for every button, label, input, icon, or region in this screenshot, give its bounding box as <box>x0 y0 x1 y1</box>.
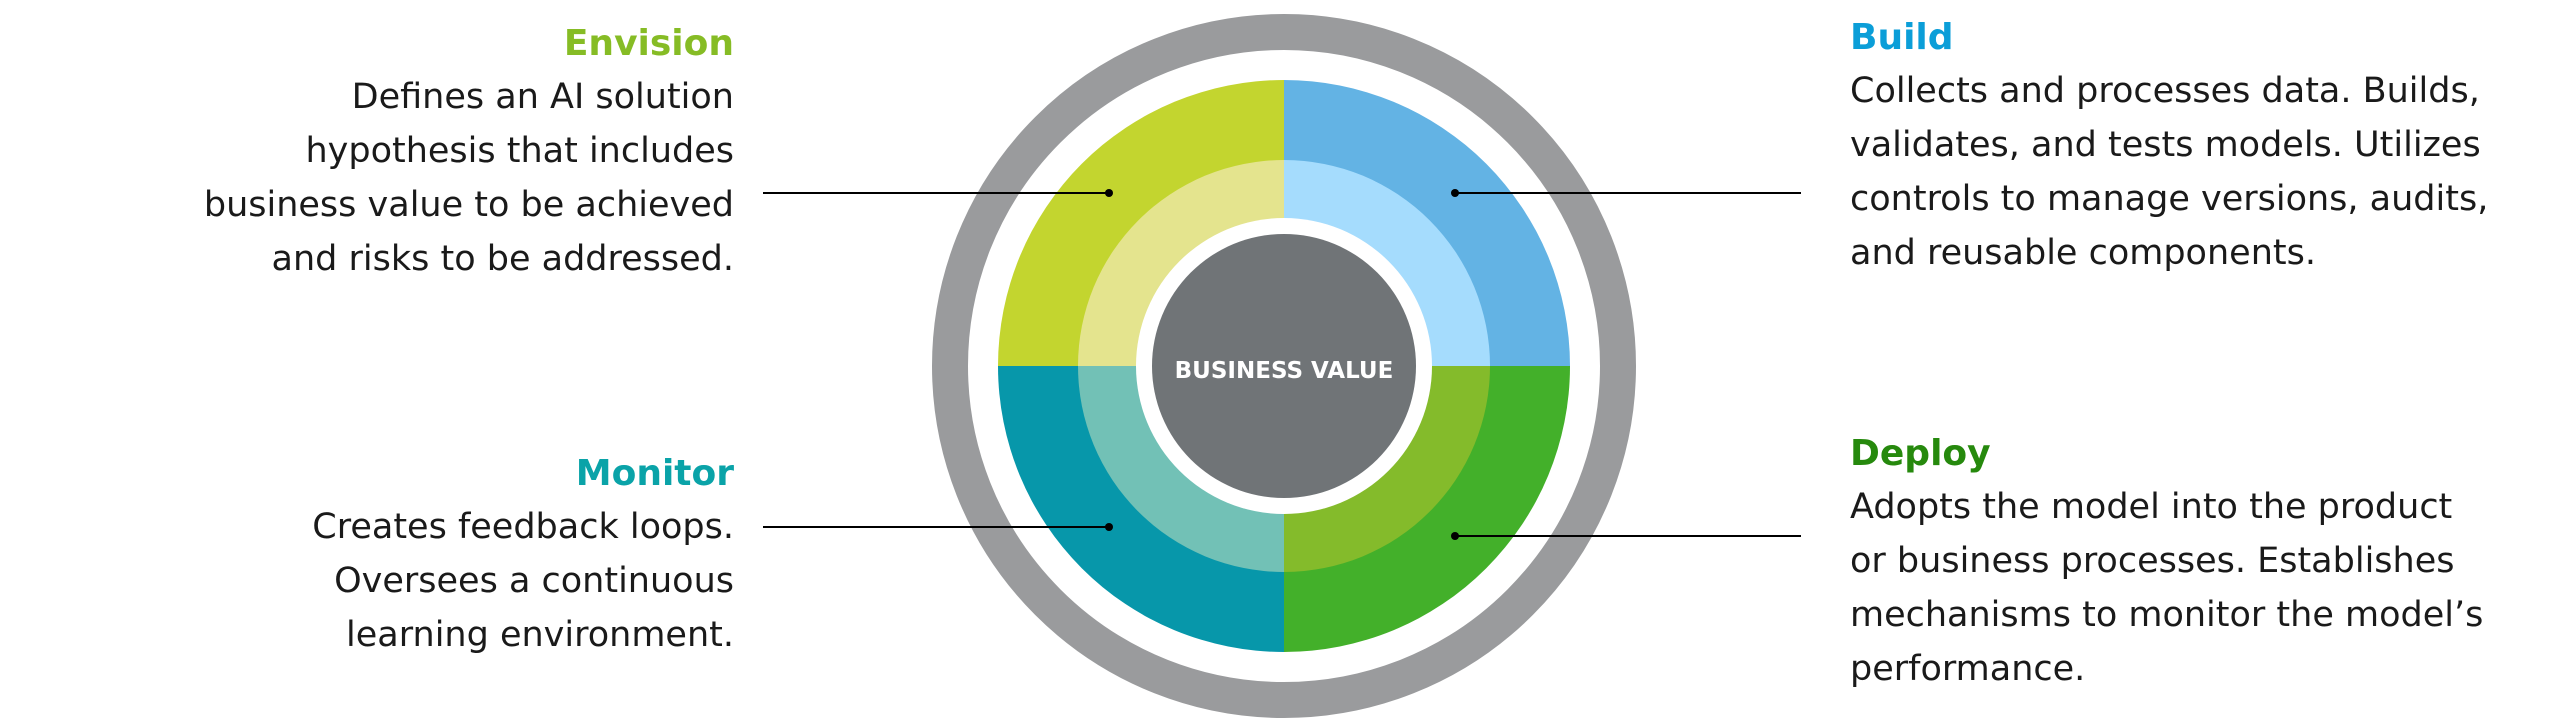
envision-block: Envision Defines an AI solution hypothes… <box>54 22 734 286</box>
build-description: Collects and processes data. Builds, val… <box>1850 71 2489 273</box>
deploy-block: Deploy Adopts the model into the product… <box>1850 432 2540 696</box>
envision-title: Envision <box>563 23 734 64</box>
deploy-title: Deploy <box>1850 433 1991 474</box>
build-title: Build <box>1850 17 1954 58</box>
center-circle <box>1152 234 1416 498</box>
outer-ring <box>932 14 1636 718</box>
monitor-title: Monitor <box>575 453 734 494</box>
envision-connector <box>763 189 1113 197</box>
deploy-connector <box>1451 532 1801 540</box>
build-block: Build Collects and processes data. Build… <box>1850 16 2540 280</box>
build-connector <box>1451 189 1801 197</box>
monitor-block: Monitor Creates feedback loops. Oversees… <box>54 452 734 662</box>
monitor-connector <box>763 523 1113 531</box>
monitor-description: Creates feedback loops. Oversees a conti… <box>312 507 734 655</box>
center-label: BUSINESS VALUE <box>1175 358 1394 384</box>
deploy-description: Adopts the model into the product or bus… <box>1850 487 2484 689</box>
envision-description: Defines an AI solution hypothesis that i… <box>203 77 734 279</box>
